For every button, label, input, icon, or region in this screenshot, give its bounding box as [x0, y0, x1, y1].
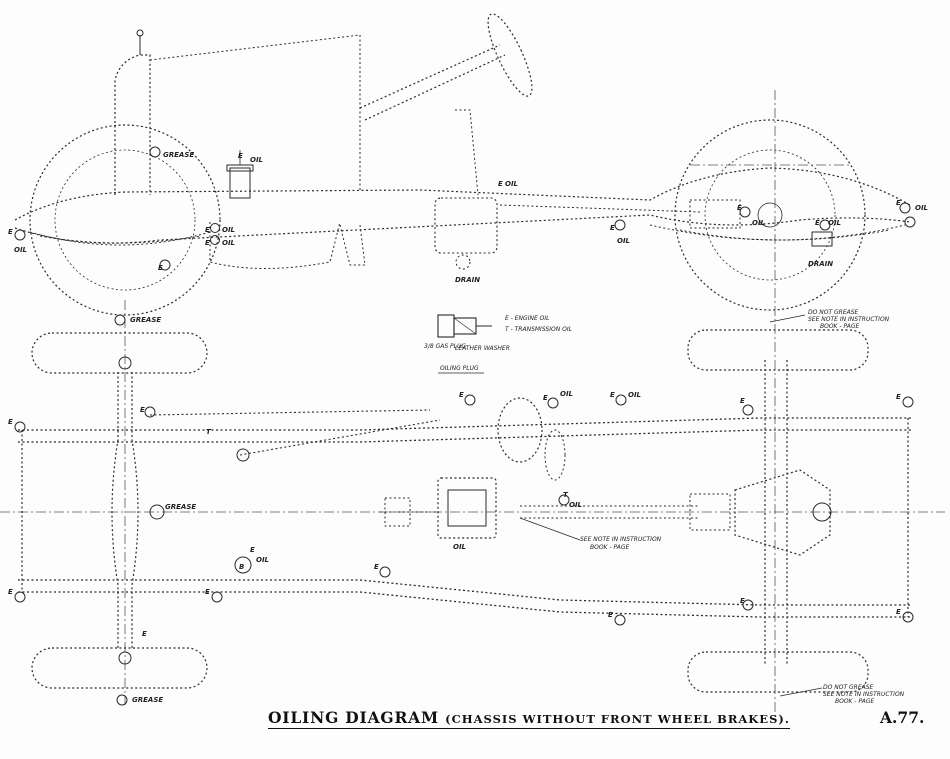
transmission-marker: T: [563, 491, 569, 499]
engine-marker: E: [896, 608, 901, 616]
engine-marker: E: [238, 152, 243, 160]
engine-marker: E: [205, 239, 210, 247]
engine-marker: E: [737, 204, 742, 212]
engine-marker: E: [815, 219, 820, 227]
grease-label: GREASE: [165, 503, 196, 511]
oil-label: OIL: [453, 543, 466, 551]
side-elevation: GREASE OIL E OIL E E OIL E OIL E OIL E D…: [8, 13, 928, 720]
b-marker: B: [239, 563, 244, 571]
engine-marker: E: [205, 226, 210, 234]
rear-wheel-bottom: [687, 651, 869, 693]
legend-plug-size: 3/8 GAS PLUG: [424, 343, 466, 350]
plan-view: GREASE GREASE GREASE E E E E E E OIL B T…: [0, 300, 945, 706]
oil-label: OIL: [250, 156, 263, 164]
oil-label: OIL: [752, 219, 765, 227]
book-page-note: BOOK - PAGE: [820, 323, 860, 330]
engine-marker: E: [608, 611, 613, 619]
plan-lube-points: [14, 314, 914, 706]
engine-marker: E: [8, 588, 13, 596]
grease-label: GREASE: [130, 316, 161, 324]
legend-oiling-plug: OILING PLUG: [440, 365, 479, 372]
engine-marker: E: [140, 406, 145, 414]
engine-marker: E: [8, 228, 13, 236]
engine-marker: E: [459, 391, 464, 399]
book-page-note: BOOK - PAGE: [590, 544, 630, 551]
engine-marker: E: [896, 393, 901, 401]
plate-number: A.77.: [880, 708, 925, 727]
oil-label: OIL: [628, 391, 641, 399]
engine-marker: E: [740, 597, 745, 605]
grease-label: GREASE: [132, 696, 163, 704]
do-not-grease-note: DO NOT GREASE: [808, 309, 859, 316]
engine-marker: E: [498, 180, 503, 188]
oil-label: OIL: [569, 501, 582, 509]
engine-marker: E: [610, 224, 615, 232]
engine-marker: E: [374, 563, 379, 571]
transmission-marker: T: [206, 428, 212, 436]
see-note-instruction: SEE NOTE IN INSTRUCTION: [580, 536, 662, 543]
drain-label: DRAIN: [455, 276, 480, 284]
book-page-note: BOOK - PAGE: [835, 698, 875, 705]
oil-label: OIL: [256, 556, 269, 564]
caption-subtitle: (CHASSIS WITHOUT FRONT WHEEL BRAKES).: [445, 712, 790, 726]
oil-label: OIL: [222, 226, 235, 234]
legend-leather-washer: LEATHER WASHER: [455, 345, 510, 352]
oil-label: OIL: [915, 204, 928, 212]
engine-marker: E: [142, 630, 147, 638]
diagram-caption: OILING DIAGRAM (CHASSIS WITHOUT FRONT WH…: [268, 708, 790, 729]
engine-marker: E: [610, 391, 615, 399]
engine-marker: E: [543, 394, 548, 402]
see-note-instruction: SEE NOTE IN INSTRUCTION: [823, 691, 905, 698]
oil-label: OIL: [222, 239, 235, 247]
legend-engine-oil: E - ENGINE OIL: [505, 315, 550, 322]
oil-label: OIL: [560, 390, 573, 398]
oil-label: OIL: [505, 180, 518, 188]
oil-label: OIL: [617, 237, 630, 245]
do-not-grease-note: DO NOT GREASE: [823, 684, 874, 691]
front-wheel-top: [31, 332, 208, 374]
oil-label: OIL: [828, 219, 841, 227]
see-note-instruction: SEE NOTE IN INSTRUCTION: [808, 316, 890, 323]
side-lube-points: [14, 146, 916, 271]
rear-wheel-side: [674, 119, 866, 311]
engine-marker: E: [8, 418, 13, 426]
oiling-plug-legend: E - ENGINE OIL T - TRANSMISSION OIL 3/8 …: [424, 314, 572, 374]
drain-label: DRAIN: [808, 260, 833, 268]
oil-label: OIL: [14, 246, 27, 254]
engine-marker: E: [205, 588, 210, 596]
engine-marker: E: [158, 264, 163, 272]
legend-transmission-oil: T - TRANSMISSION OIL: [505, 326, 572, 333]
grease-label: GREASE: [163, 151, 194, 159]
engine-marker: E: [896, 199, 901, 207]
engine-marker: E: [250, 546, 255, 554]
front-wheel-bottom: [31, 647, 208, 689]
caption-title: OILING DIAGRAM: [268, 708, 439, 727]
rear-wheel-top: [687, 329, 869, 371]
engine-marker: E: [740, 397, 745, 405]
